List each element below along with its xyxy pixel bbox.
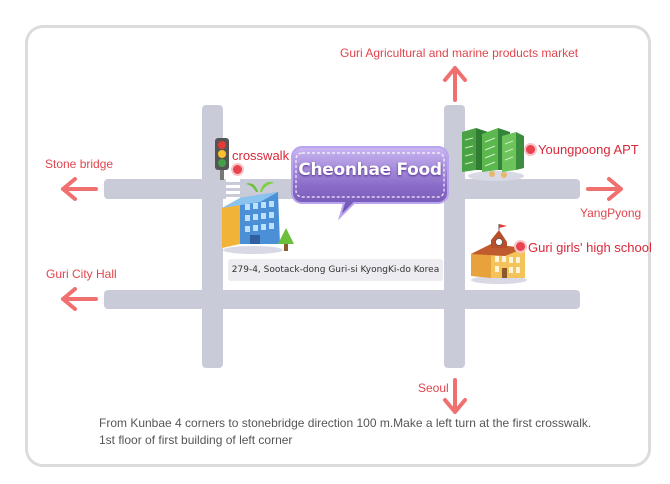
label-west-upper: Stone bridge [45, 157, 114, 171]
arrow-east-icon [586, 177, 623, 201]
arrow-west-upper-icon [61, 177, 98, 201]
traffic-light-icon [215, 138, 229, 180]
label-east: YangPyong [580, 206, 642, 220]
school-pin-icon [514, 240, 527, 253]
directions-text: From Kunbae 4 corners to stonebridge dir… [99, 415, 619, 449]
arrow-north-icon [443, 66, 467, 102]
label-apartment: Youngpoong APT [538, 142, 639, 157]
label-crosswalk: crosswalk [232, 148, 290, 163]
apartment-pin-icon [524, 143, 537, 156]
label-south: Seoul [418, 381, 449, 395]
label-school: Guri girls' high school [528, 240, 652, 255]
office-building-icon [222, 181, 283, 254]
label-north: Guri Agricultural and marine products ma… [340, 46, 579, 60]
directions-line-2: 1st floor of first building of left corn… [99, 433, 293, 447]
arrow-west-lower-icon [61, 287, 98, 311]
store-name-bubble [291, 146, 449, 221]
tree-icon [278, 228, 294, 251]
map-frame [25, 25, 651, 467]
location-pin-icon [231, 163, 244, 176]
apartment-building-icon [462, 128, 524, 181]
business-name: Cheonhae Food [298, 160, 442, 180]
label-west-lower: Guri City Hall [46, 267, 117, 281]
address-label: 279-4, Sootack-dong Guri-si KyongKi-do K… [228, 259, 443, 281]
directions-line-1: From Kunbae 4 corners to stonebridge dir… [99, 416, 592, 430]
school-building-icon [471, 224, 527, 284]
arrow-south-icon [443, 378, 467, 414]
crosswalk-stripes [226, 179, 240, 200]
road-horizontal-lower [104, 290, 580, 309]
